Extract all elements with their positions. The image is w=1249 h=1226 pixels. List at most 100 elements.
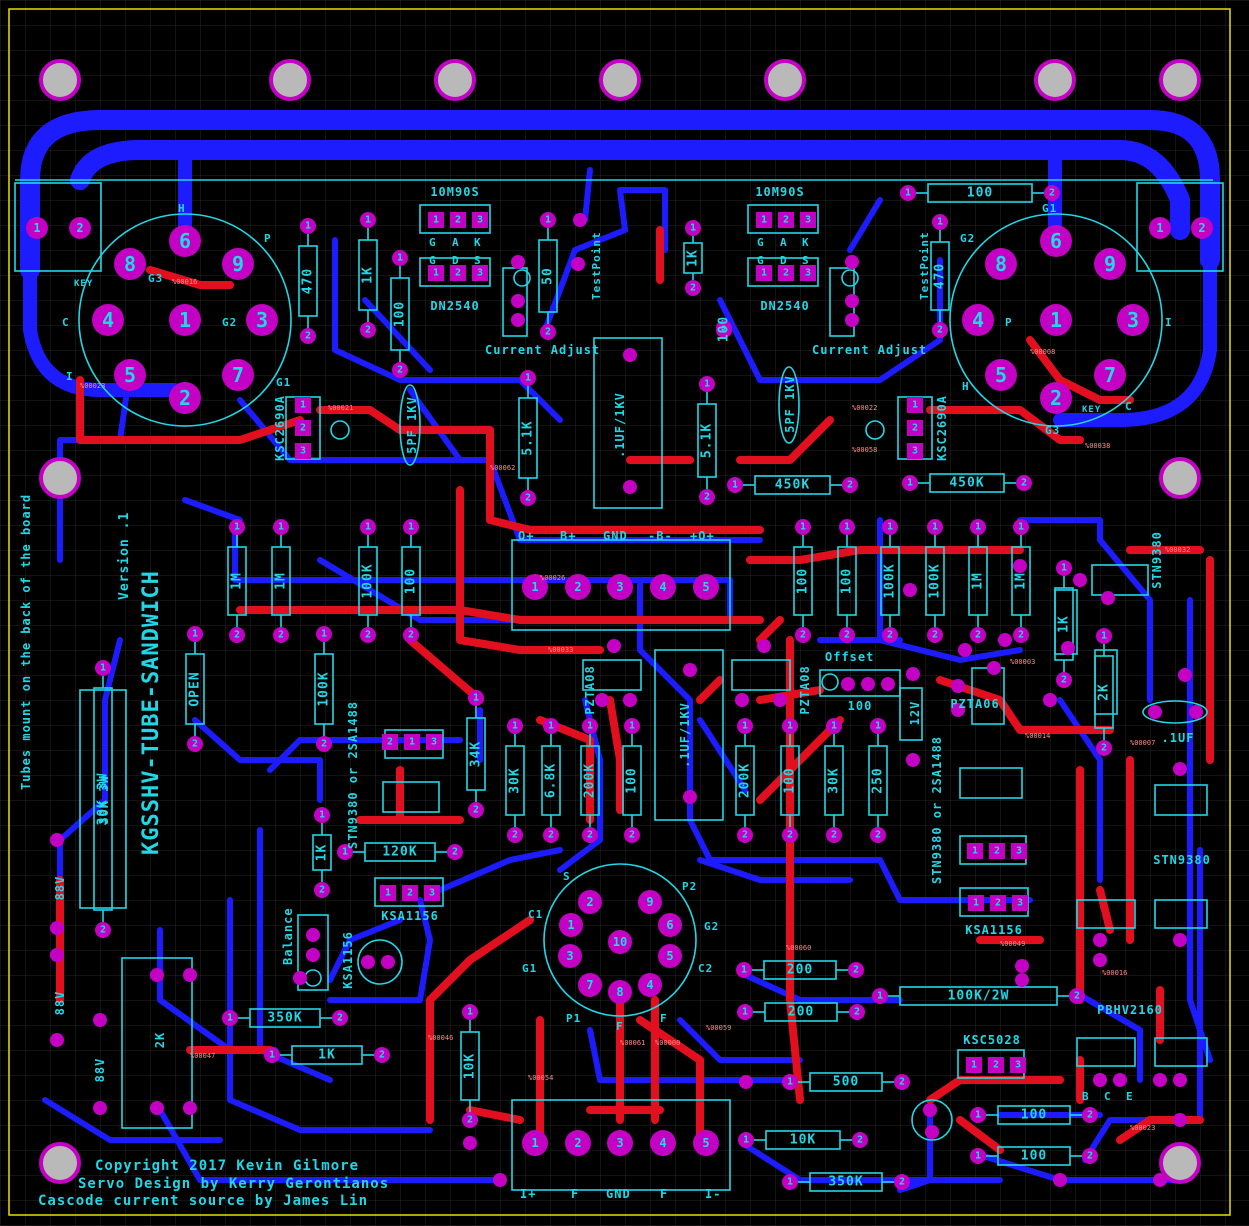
net-label: %00058 [852, 446, 877, 454]
pad-number: 1 [512, 721, 518, 732]
pad [839, 627, 855, 643]
mounting-hole [764, 59, 806, 101]
tube-center-label-f1: F [616, 1020, 624, 1033]
pad [927, 519, 943, 535]
pad-number: 9 [232, 252, 244, 276]
pad [970, 1148, 986, 1164]
pad [1149, 217, 1171, 239]
pad-number: 1 [975, 1110, 981, 1121]
pad-number: 1 [932, 522, 938, 533]
pad [1040, 304, 1072, 336]
pad-number: 4 [972, 308, 984, 332]
pad [1010, 1057, 1026, 1073]
net-label: %00000 [655, 1039, 680, 1047]
component-label: 30K 3W [97, 775, 111, 824]
pad [578, 890, 602, 914]
pad [187, 626, 203, 642]
pad [26, 217, 48, 239]
tube-socket-center [543, 863, 697, 1017]
component-label: .1UF/1KV [678, 702, 692, 768]
pad-number: 3 [1017, 898, 1023, 909]
pad [826, 827, 842, 843]
tube-left-label-g2: G2 [222, 316, 237, 329]
component-value: 2K [1097, 683, 1112, 701]
tube-center-label-p2: P2 [682, 880, 697, 893]
pad-number: 2 [742, 830, 748, 841]
pad [50, 921, 64, 935]
tube-right-label-g1: G1 [1042, 202, 1057, 215]
pad-number: 2 [586, 895, 593, 909]
pad [1053, 1173, 1067, 1187]
pad [685, 280, 701, 296]
pad-number: 9 [1104, 252, 1116, 276]
pad [1117, 304, 1149, 336]
tube-right-label-i: I [1165, 316, 1173, 329]
pad [582, 827, 598, 843]
pad [778, 265, 794, 281]
pad-number: 1 [787, 721, 793, 732]
pad [1040, 382, 1072, 414]
pad-number: 3 [566, 949, 573, 963]
net-label: %00021 [328, 404, 353, 412]
pin-letter-k-1: K [474, 236, 482, 249]
pad [800, 212, 816, 228]
pad-number: 1 [100, 663, 106, 674]
net-label: %00026 [540, 574, 565, 582]
pad-number: 1 [179, 308, 191, 332]
pad [300, 218, 316, 234]
net-label: %00046 [428, 1034, 453, 1042]
pad [582, 718, 598, 734]
pad-number: 3 [300, 446, 306, 457]
pad-number: 4 [659, 580, 666, 594]
net-label: %00060 [786, 944, 811, 952]
component-value: 350K [828, 1175, 863, 1190]
pad [1189, 705, 1203, 719]
mounting-hole [269, 59, 311, 101]
component-value: 10K [463, 1053, 478, 1079]
pad-number: 2 [704, 492, 710, 503]
pad [902, 475, 918, 491]
pad-number: 1 [787, 1077, 793, 1088]
tube-center-label-g1: G1 [522, 962, 537, 975]
pad [169, 304, 201, 336]
component-label: PZTA06 [950, 697, 999, 711]
pad [894, 1074, 910, 1090]
pad [951, 679, 965, 693]
pad [839, 519, 855, 535]
net-label: %00014 [1025, 732, 1050, 740]
pad-number: 3 [805, 215, 811, 226]
pad-number: 2 [1087, 1151, 1093, 1162]
pad [658, 913, 682, 937]
pad [316, 626, 332, 642]
pad [50, 948, 64, 962]
pad [1043, 693, 1057, 707]
pad [1173, 1073, 1187, 1087]
component-label: 5PF 1KV [405, 396, 419, 454]
pad [332, 1010, 348, 1026]
pad-number: 2 [574, 1136, 581, 1150]
pad-number: 2 [365, 325, 371, 336]
pad [727, 477, 743, 493]
pad-number: 1 [972, 846, 978, 857]
pad [559, 913, 583, 937]
pad [925, 1125, 939, 1139]
pad [222, 1010, 238, 1026]
pad [92, 304, 124, 336]
component-value: 350K [267, 1011, 302, 1026]
pad-number: 1 [525, 373, 531, 384]
pad-number: 2 [1198, 221, 1205, 235]
pad [222, 359, 254, 391]
pad [800, 265, 816, 281]
pad [543, 718, 559, 734]
net-label-layer: %00016%00023%00021%00062%00026%00033%000… [80, 278, 1190, 1132]
pad [463, 1136, 477, 1150]
mounting-hole [1159, 1142, 1201, 1184]
component-value: 10K [790, 1133, 816, 1148]
pad [683, 790, 697, 804]
component-value: 470 [301, 268, 316, 294]
pad-number: 7 [586, 978, 593, 992]
pad [907, 420, 923, 436]
net-label: %00059 [706, 1024, 731, 1032]
pad-number: 3 [805, 268, 811, 279]
pad [990, 895, 1006, 911]
